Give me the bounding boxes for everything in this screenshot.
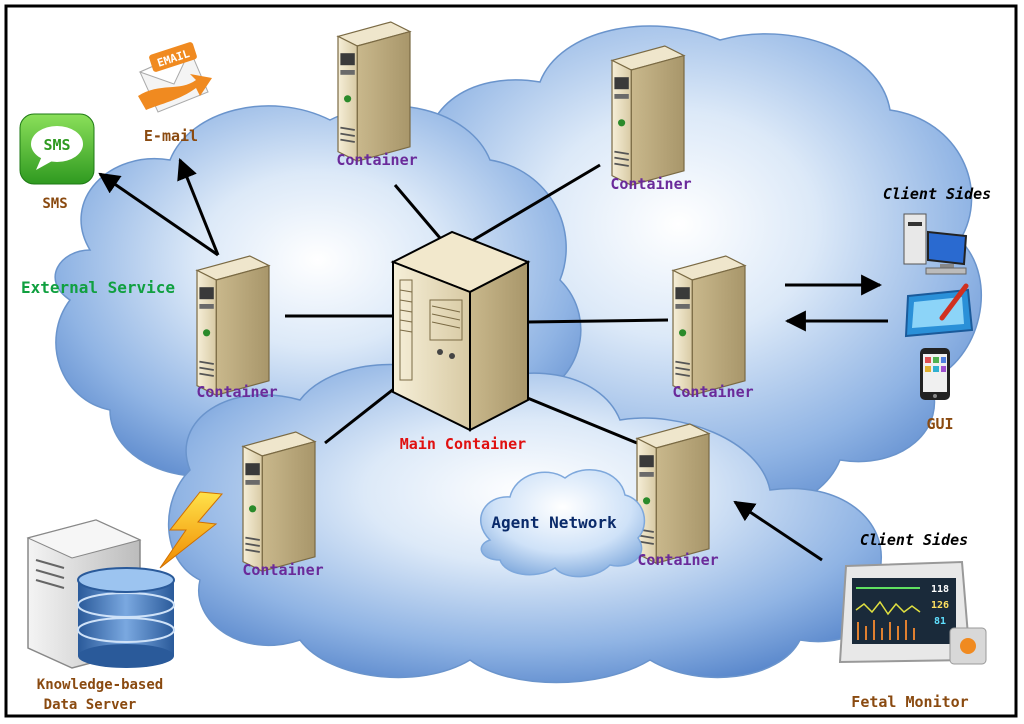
link-main-bottom-right — [524, 395, 638, 445]
label-container-top-right: Container — [610, 175, 691, 193]
monitor-readout-3: 81 — [934, 616, 946, 627]
label-external-service: External Service — [21, 278, 175, 297]
label-knowledge-server-line2: Data Server — [44, 697, 137, 713]
main-container-server — [390, 230, 531, 432]
monitor-readout-2: 126 — [931, 600, 949, 611]
label-container-left: Container — [196, 383, 277, 401]
label-email: E-mail — [144, 127, 198, 145]
label-gui: GUI — [926, 415, 953, 433]
sms-icon-text: SMS — [43, 136, 70, 154]
link-main-bottom-left — [324, 386, 396, 445]
desktop-computer-icon — [903, 213, 968, 275]
sms-icon: SMS — [19, 113, 95, 185]
database-icon — [77, 567, 175, 668]
container-server-left — [196, 255, 270, 397]
link-main-right — [527, 318, 669, 324]
agent-network-cloud — [480, 469, 646, 578]
monitor-readout-1: 118 — [931, 584, 949, 595]
label-knowledge-server-line1: Knowledge-based — [37, 677, 163, 693]
arrow-to-sms — [98, 172, 219, 257]
label-container-bottom-right: Container — [637, 551, 718, 569]
label-container-right: Container — [672, 383, 753, 401]
label-container-top: Container — [336, 151, 417, 169]
flow-arrows — [98, 158, 888, 562]
label-container-bottom-left: Container — [242, 561, 323, 579]
email-icon: EMAIL — [138, 42, 212, 113]
container-server-top-right — [611, 45, 685, 187]
label-fetal-monitor: Fetal Monitor — [851, 693, 968, 711]
container-server-right — [672, 255, 746, 397]
container-server-bottom-left — [242, 431, 316, 573]
smartphone-icon — [920, 348, 950, 400]
arrow-to-email — [177, 158, 220, 256]
label-agent-network: Agent Network — [491, 513, 617, 532]
container-server-top — [337, 21, 411, 163]
arrow-from-fetal-monitor — [733, 500, 823, 562]
label-main-container: Main Container — [400, 435, 526, 453]
label-client-sides-top: Client Sides — [883, 185, 991, 203]
lightning-bolt-icon — [159, 491, 224, 569]
label-client-sides-bottom: Client Sides — [860, 531, 968, 549]
container-server-bottom-right — [636, 423, 710, 565]
fetal-monitor-device: 118 126 81 — [838, 560, 987, 665]
pen-tablet-icon — [904, 283, 974, 338]
knowledge-data-server — [26, 519, 175, 669]
link-main-top — [393, 184, 442, 239]
connection-lines — [285, 163, 669, 445]
label-sms: SMS — [42, 196, 67, 212]
link-main-top-right — [469, 163, 601, 244]
